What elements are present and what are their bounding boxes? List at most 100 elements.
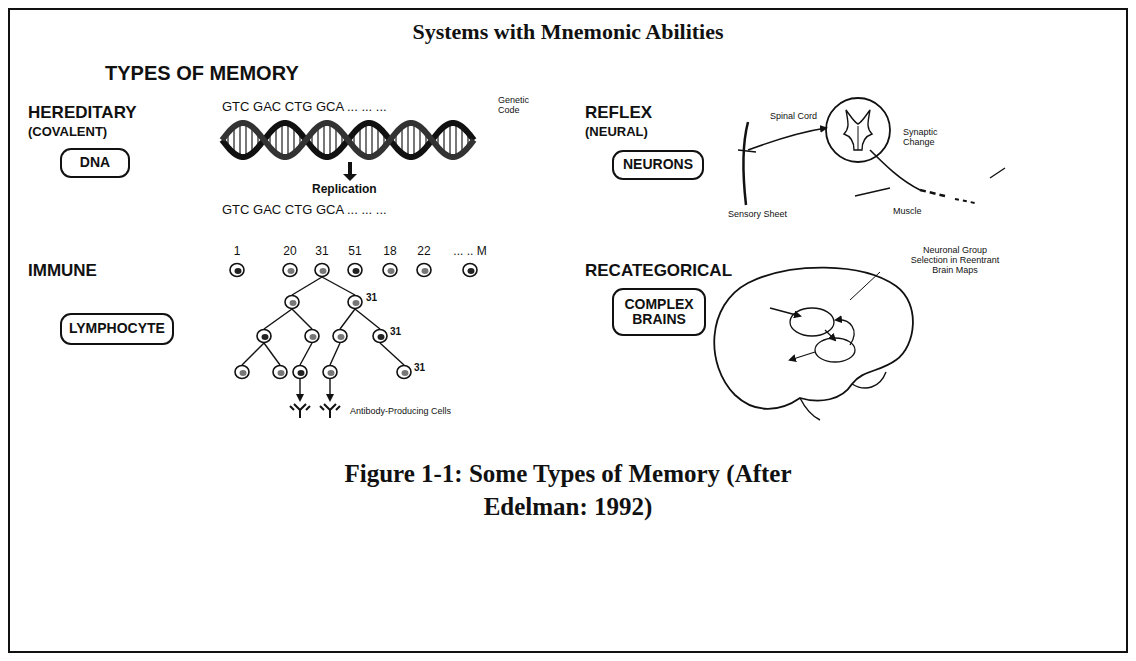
clone-number: 31 xyxy=(414,362,425,373)
cell-nucleus xyxy=(338,334,345,340)
replication-arrowhead xyxy=(343,174,357,181)
cell-nucleus xyxy=(353,300,360,306)
dna-helix xyxy=(222,123,474,157)
memory-subtype: (NEURAL) xyxy=(585,125,648,139)
helix-rung xyxy=(449,123,451,156)
diagram-title: Systems with Mnemonic Abilities xyxy=(268,20,868,44)
cell-nucleus xyxy=(378,334,385,340)
lymphocyte-cell xyxy=(463,264,477,277)
genetic-sequence: GTC GAC CTG GCA ... ... ... xyxy=(222,100,387,114)
lymphocyte-cell xyxy=(293,366,307,379)
note-label: Genetic Code xyxy=(498,96,538,116)
lymphocyte-cell xyxy=(235,366,249,379)
lymphocyte-cell xyxy=(230,264,244,277)
branch-line xyxy=(242,343,264,365)
lymphocyte-cell xyxy=(257,330,271,343)
memory-subtype: (COVALENT) xyxy=(28,125,107,139)
lymphocyte-cell xyxy=(273,366,287,379)
memory-type: REFLEX xyxy=(585,104,652,123)
branch-line xyxy=(264,343,280,365)
cell-nucleus xyxy=(290,300,297,306)
clone-number: 1 xyxy=(225,245,249,258)
helix-rung xyxy=(371,123,373,156)
helix-strand xyxy=(222,123,474,157)
part-label: Antibody-Producing Cells xyxy=(350,407,451,417)
branch-line xyxy=(300,343,312,365)
process-label: Replication xyxy=(312,183,377,196)
figure-caption: Figure 1-1: Some Types of Memory (After … xyxy=(318,458,818,523)
clone-number: ... .. M xyxy=(445,245,495,258)
cell-nucleus xyxy=(320,268,327,274)
helix-rung xyxy=(455,123,457,156)
branch-line xyxy=(322,277,355,295)
lymphocyte-cell xyxy=(348,296,362,309)
cell-nucleus xyxy=(402,370,409,376)
branch-arrow xyxy=(329,379,330,400)
lymphocyte-cell xyxy=(285,296,299,309)
box-label: DNA xyxy=(80,155,110,170)
box-label: COMPLEX BRAINS xyxy=(614,297,704,328)
lymphocyte-cell xyxy=(348,264,362,277)
branch-line xyxy=(330,343,340,365)
part-label: Neuronal Group Selection in Reentrant Br… xyxy=(905,246,1005,276)
branch-line xyxy=(340,309,355,329)
branch-line xyxy=(380,343,404,365)
cell-nucleus xyxy=(240,370,247,376)
part-label: Spinal Cord xyxy=(770,112,817,122)
cell-nucleus xyxy=(310,334,317,340)
memory-type: HEREDITARY xyxy=(28,104,137,123)
branch-line xyxy=(355,309,380,329)
lymphocyte-cell xyxy=(315,264,329,277)
clone-number: 31 xyxy=(310,245,334,258)
branch-line xyxy=(292,309,312,329)
clone-number: 18 xyxy=(378,245,402,258)
cell-nucleus xyxy=(328,370,335,376)
memory-system-box: NEURONS xyxy=(612,150,704,180)
branch-arrow xyxy=(299,379,300,400)
replication-arrow xyxy=(348,162,352,176)
lymphocyte-cell xyxy=(417,264,431,277)
clone-number: 22 xyxy=(412,245,436,258)
part-label: Sensory Sheet xyxy=(728,210,787,220)
lymphocyte-cell xyxy=(383,264,397,277)
cell-nucleus xyxy=(422,268,429,274)
lymphocyte-cell xyxy=(397,366,411,379)
section-heading: TYPES OF MEMORY xyxy=(105,62,299,84)
genetic-sequence: GTC GAC CTG GCA ... ... ... xyxy=(222,203,387,217)
lymphocyte-cell xyxy=(373,330,387,343)
leader-line xyxy=(850,272,880,300)
helix-rung xyxy=(245,123,247,156)
reflex-arc xyxy=(738,98,1005,205)
memory-type: IMMUNE xyxy=(28,262,97,281)
branch-line xyxy=(292,277,322,295)
antibody-symbols xyxy=(290,404,340,418)
cell-nucleus xyxy=(288,268,295,274)
lymphocyte-cell xyxy=(283,264,297,277)
part-label: Muscle xyxy=(893,207,922,217)
branch-line xyxy=(264,309,292,329)
helix-rung xyxy=(239,123,241,156)
cell-nucleus xyxy=(353,268,360,274)
cell-nucleus xyxy=(262,334,269,340)
clone-number: 31 xyxy=(390,326,401,337)
cell-nucleus xyxy=(388,268,395,274)
helix-rung xyxy=(365,123,367,156)
box-label: LYMPHOCYTE xyxy=(69,321,165,336)
clone-number: 31 xyxy=(366,292,377,303)
lymphocyte-cell xyxy=(333,330,347,343)
memory-system-box: DNA xyxy=(60,148,130,178)
outer-frame xyxy=(8,8,1128,653)
memory-type: RECATEGORICAL xyxy=(585,262,732,281)
clone-number: 20 xyxy=(278,245,302,258)
lymphocyte-cell xyxy=(305,330,319,343)
cell-nucleus xyxy=(298,370,305,376)
helix-rung xyxy=(287,123,289,156)
cell-nucleus xyxy=(235,268,242,274)
brain-outline xyxy=(714,268,913,420)
helix-rung xyxy=(323,123,325,156)
part-label: Synaptic Change xyxy=(903,128,951,148)
memory-system-box: COMPLEX BRAINS xyxy=(612,288,706,336)
memory-system-box: LYMPHOCYTE xyxy=(60,313,174,345)
helix-rung xyxy=(281,123,283,156)
lymphocyte-cell xyxy=(323,366,337,379)
